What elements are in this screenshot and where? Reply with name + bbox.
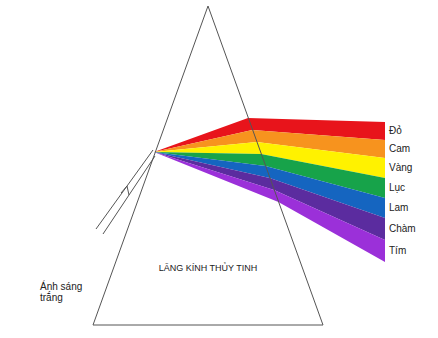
prism-label: LĂNG KÍNH THỦY TINH — [159, 263, 258, 273]
prism-outline — [92, 5, 324, 327]
white-light-ray — [96, 150, 155, 234]
color-name: Cam — [389, 143, 410, 155]
light-source-label: Ánh sáng trắng — [40, 281, 98, 304]
color-name: Lục — [389, 182, 405, 194]
color-name: Vàng — [389, 162, 412, 174]
spectrum-beams — [154, 118, 385, 262]
color-name: Tím — [389, 245, 406, 257]
color-name: Đỏ — [389, 125, 402, 137]
glass-prism: LĂNG KÍNH THỦY TINH — [92, 5, 324, 327]
color-name: Lam — [389, 202, 408, 214]
color-name: Chàm — [389, 223, 416, 235]
